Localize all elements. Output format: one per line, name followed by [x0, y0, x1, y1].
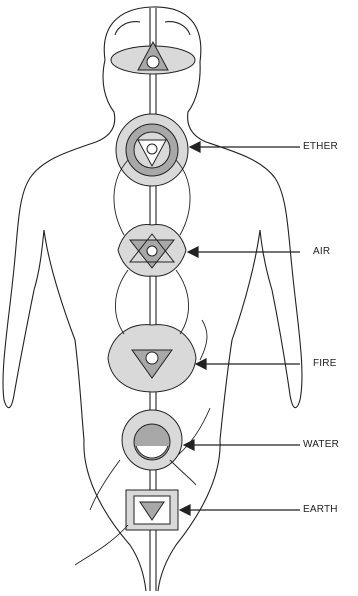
earth-label: EARTH	[303, 504, 338, 516]
ether-label: ETHER	[303, 141, 338, 153]
water-label: WATER	[303, 439, 339, 451]
fire-chakra	[108, 325, 196, 392]
pointer-arrows	[180, 142, 300, 515]
water-chakra	[122, 410, 182, 470]
ether-chakra	[116, 114, 188, 186]
fire-label: FIRE	[313, 358, 337, 370]
left-arm-inner	[34, 230, 84, 440]
right-arm-inner	[220, 230, 272, 440]
air-label: AIR	[313, 246, 330, 258]
air-chakra	[118, 225, 186, 277]
body-outline-left	[3, 60, 115, 408]
earth-chakra	[126, 490, 178, 530]
